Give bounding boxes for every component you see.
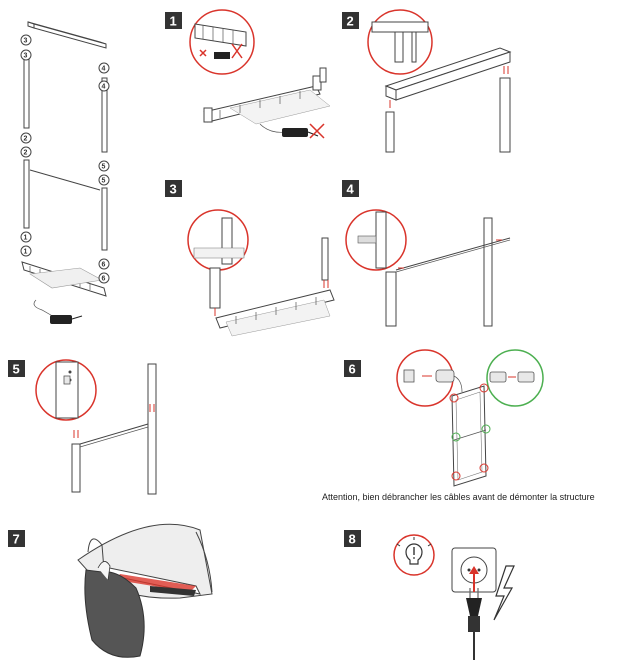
post	[209, 267, 221, 309]
step-6-badge: 6	[349, 362, 356, 377]
exploded-frame-overview	[21, 21, 108, 324]
step-1-illustration	[189, 9, 331, 139]
power-adapter	[282, 128, 308, 137]
step-5-illustration	[35, 359, 157, 495]
part-number: 2	[24, 136, 28, 143]
crossbar	[395, 237, 511, 271]
left-post	[385, 111, 395, 153]
part-number: 3	[24, 53, 28, 60]
step-4-illustration	[345, 209, 511, 327]
post	[71, 443, 81, 493]
disconnect-cross-icon	[309, 123, 325, 139]
part-number: 3	[24, 38, 28, 45]
part-numbers-left: 3 3 2 2 1 1	[20, 34, 32, 257]
warning-caption: Attention, bien débrancher les câbles av…	[322, 492, 595, 502]
part-number: 6	[102, 262, 106, 269]
part-number: 4	[102, 66, 106, 73]
step-3-badge: 3	[170, 182, 177, 197]
step-2-badge: 2	[347, 14, 354, 29]
part-number: 2	[24, 150, 28, 157]
right-upper-post	[101, 77, 108, 153]
part-number: 5	[102, 178, 106, 185]
crossbar	[29, 169, 101, 191]
step-2-illustration	[367, 9, 512, 153]
frame	[451, 385, 487, 487]
part-number: 1	[24, 235, 28, 242]
step-8-illustration	[393, 534, 515, 660]
post	[385, 271, 397, 327]
hand-shape	[84, 569, 145, 658]
part-number: 1	[24, 249, 28, 256]
part-number: 4	[102, 84, 106, 91]
green-detail-callout	[486, 349, 544, 407]
left-upper-post	[23, 57, 30, 129]
power-plug-icon	[466, 598, 482, 616]
post	[483, 217, 493, 327]
power-adapter	[50, 315, 72, 324]
step-badges: 1 2 3 4 5 6 7 8	[8, 12, 361, 547]
part-number: 6	[102, 276, 106, 283]
part-number: 5	[102, 164, 106, 171]
step-7-badge: 7	[13, 532, 20, 547]
post	[147, 363, 157, 495]
step-4-badge: 4	[347, 182, 355, 197]
step-6-illustration	[396, 349, 544, 487]
part-numbers-right: 4 4 5 5 6 6	[98, 62, 110, 284]
detail-callout	[187, 209, 249, 271]
step-8-badge: 8	[349, 532, 356, 547]
step-3-illustration	[187, 209, 335, 337]
left-lower-post	[23, 159, 30, 229]
step-7-illustration	[77, 523, 213, 658]
crossbar	[79, 423, 149, 445]
right-post	[499, 77, 511, 153]
step-1-badge: 1	[170, 14, 177, 29]
lightning-icon	[493, 565, 515, 621]
step-5-badge: 5	[13, 362, 20, 377]
right-lower-post	[101, 187, 108, 251]
